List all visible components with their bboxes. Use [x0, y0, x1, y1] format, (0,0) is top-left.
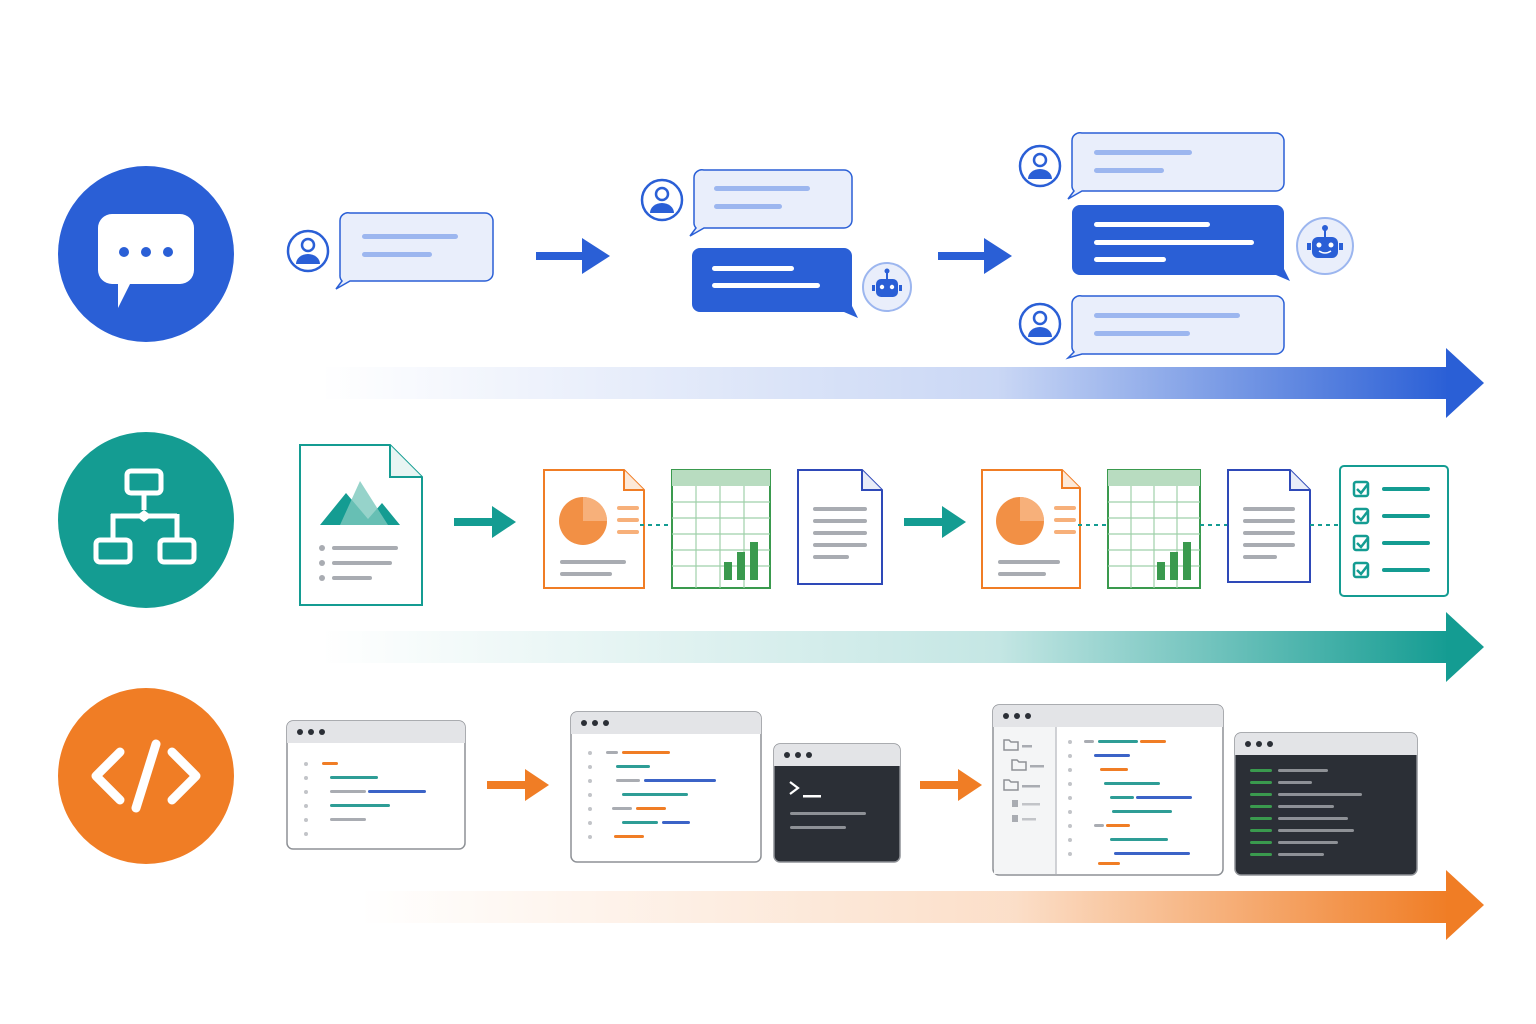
- progress-arrow: [360, 870, 1484, 940]
- row-coding: [58, 688, 1484, 940]
- code-editor-window: [570, 711, 762, 863]
- user-message-bubble: [689, 169, 853, 237]
- stage-1-single-message: [286, 212, 494, 290]
- user-avatar-icon: [1018, 302, 1062, 346]
- stage-3-multi-turn: [1018, 132, 1354, 360]
- assistant-message-bubble: [692, 248, 858, 318]
- user-message-bubble: [1067, 132, 1285, 200]
- code-editor-window: [286, 720, 466, 850]
- user-avatar-icon: [640, 178, 684, 222]
- stage-2-exchange: [640, 169, 912, 318]
- assistant-message-bubble: [1072, 205, 1290, 281]
- ide-window: [992, 704, 1224, 876]
- arrow-right-icon: [487, 769, 549, 801]
- chat-bubble-icon: [58, 166, 234, 342]
- arrow-right-icon: [938, 238, 1012, 274]
- checklist-icon: [1339, 465, 1449, 597]
- progress-arrow: [320, 348, 1484, 418]
- user-avatar-icon: [1018, 144, 1062, 188]
- image-document-icon: [299, 444, 423, 606]
- robot-avatar-icon: [862, 262, 912, 312]
- file-tree-panel: [994, 727, 1057, 874]
- spreadsheet-icon: [1107, 469, 1201, 589]
- flowchart-icon: [58, 432, 234, 608]
- user-avatar-icon: [286, 229, 330, 273]
- arrow-right-icon: [904, 506, 966, 538]
- text-document-icon: [797, 469, 883, 585]
- spreadsheet-icon: [671, 469, 771, 589]
- code-brackets-icon: [58, 688, 234, 864]
- presentation-icon: [543, 469, 645, 589]
- user-message-bubble: [335, 212, 494, 290]
- presentation-icon: [981, 469, 1081, 589]
- terminal-window: [773, 743, 901, 863]
- robot-avatar-icon: [1296, 217, 1354, 275]
- progress-arrow: [320, 612, 1484, 682]
- user-message-bubble: [1065, 295, 1285, 360]
- terminal-window: [1234, 732, 1418, 876]
- arrow-right-icon: [920, 769, 982, 801]
- text-document-icon: [1227, 469, 1311, 583]
- row-conversation: [58, 132, 1484, 418]
- arrow-right-icon: [536, 238, 610, 274]
- arrow-right-icon: [454, 506, 516, 538]
- row-workflow: [58, 432, 1484, 682]
